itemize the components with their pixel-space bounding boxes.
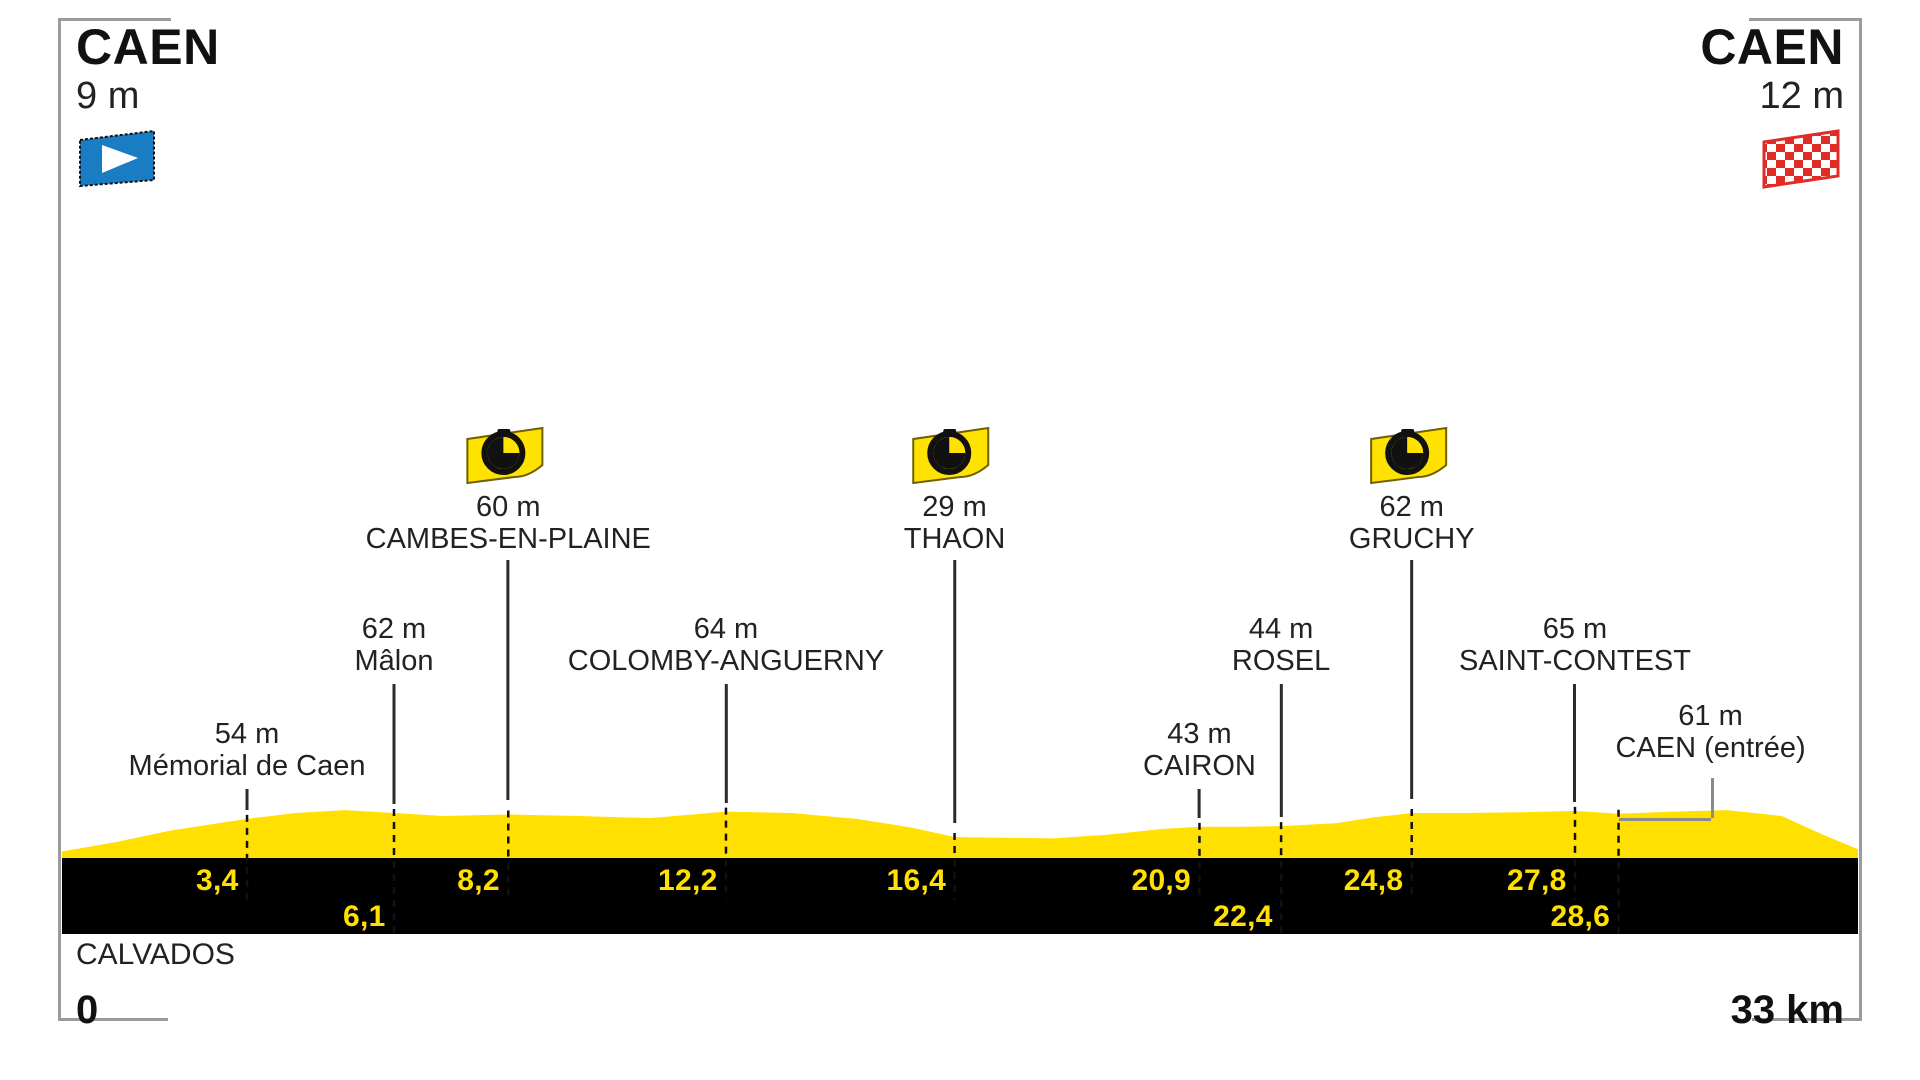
km-marker-label: 28,6 (1550, 900, 1611, 933)
town-stem (392, 683, 396, 804)
profile-area (62, 810, 1858, 858)
town-name: Mémorial de Caen (128, 750, 366, 783)
town-stem (1573, 683, 1577, 802)
town-stem (245, 788, 249, 810)
axis-start-label: 0 (76, 988, 99, 1032)
town-altitude: 61 m (1678, 700, 1743, 732)
start-flag-icon (76, 128, 220, 195)
stage-finish-block: CAEN 12 m (1700, 22, 1844, 190)
sprint-name: CAMBES-EN-PLAINE (365, 523, 651, 556)
km-marker-label: 12,2 (657, 864, 718, 897)
sprint-name: THAON (903, 523, 1006, 556)
town-name: SAINT-CONTEST (1458, 645, 1691, 678)
town-stem (1197, 788, 1201, 818)
km-marker-label: 24,8 (1343, 864, 1404, 897)
town-name: CAEN (entrée) (1615, 732, 1806, 765)
km-marker-label: 6,1 (342, 900, 386, 933)
department-label: CALVADOS (76, 938, 235, 971)
km-marker-label: 8,2 (457, 864, 500, 897)
distance-bar (62, 858, 1858, 934)
town-altitude: 64 m (693, 613, 759, 645)
frame-bracket-bottom-right (1752, 1008, 1862, 1021)
frame-bracket-top-left (58, 18, 171, 1021)
sprint-stem (1410, 559, 1414, 799)
stage-start-block: CAEN 9 m (76, 22, 220, 195)
axis-end-label: 33 km (1730, 988, 1844, 1032)
town-altitude: 62 m (361, 613, 427, 645)
town-name: COLOMBY-ANGUERNY (567, 645, 885, 678)
town-name: ROSEL (1231, 645, 1331, 678)
km-marker-label: 16,4 (886, 864, 947, 897)
town-stem (724, 683, 728, 803)
stopwatch-flag-icon (366, 425, 651, 487)
km-marker-label: 3,4 (196, 864, 239, 897)
sprint-altitude: 29 m (922, 491, 987, 523)
km-marker-label: 20,9 (1131, 864, 1192, 897)
stopwatch-flag-icon (1349, 425, 1475, 487)
start-altitude: 9 m (76, 75, 140, 117)
town-stem (1279, 683, 1283, 818)
km-marker-label: 27,8 (1506, 864, 1567, 897)
town-altitude: 43 m (1167, 718, 1232, 750)
town-altitude: 65 m (1542, 613, 1608, 645)
finish-altitude: 12 m (1759, 75, 1844, 117)
km-marker-label: 22,4 (1213, 900, 1273, 933)
start-city-name: CAEN (76, 19, 220, 75)
sprint-altitude: 60 m (476, 491, 541, 523)
stopwatch-flag-icon (904, 425, 1006, 487)
sprint-name: GRUCHY (1348, 523, 1475, 556)
town-name: CAIRON (1143, 750, 1256, 783)
town-name: Mâlon (354, 645, 434, 678)
town-altitude: 54 m (214, 718, 280, 750)
finish-city-name: CAEN (1700, 19, 1844, 75)
frame-bracket-bottom-left (58, 1008, 168, 1021)
sprint-stem (953, 559, 957, 823)
frame-bracket-top-right (1749, 18, 1862, 1021)
sprint-stem (506, 559, 510, 801)
checkered-flag-icon (1700, 128, 1844, 190)
sprint-altitude: 62 m (1379, 491, 1444, 523)
town-altitude: 44 m (1248, 613, 1314, 645)
